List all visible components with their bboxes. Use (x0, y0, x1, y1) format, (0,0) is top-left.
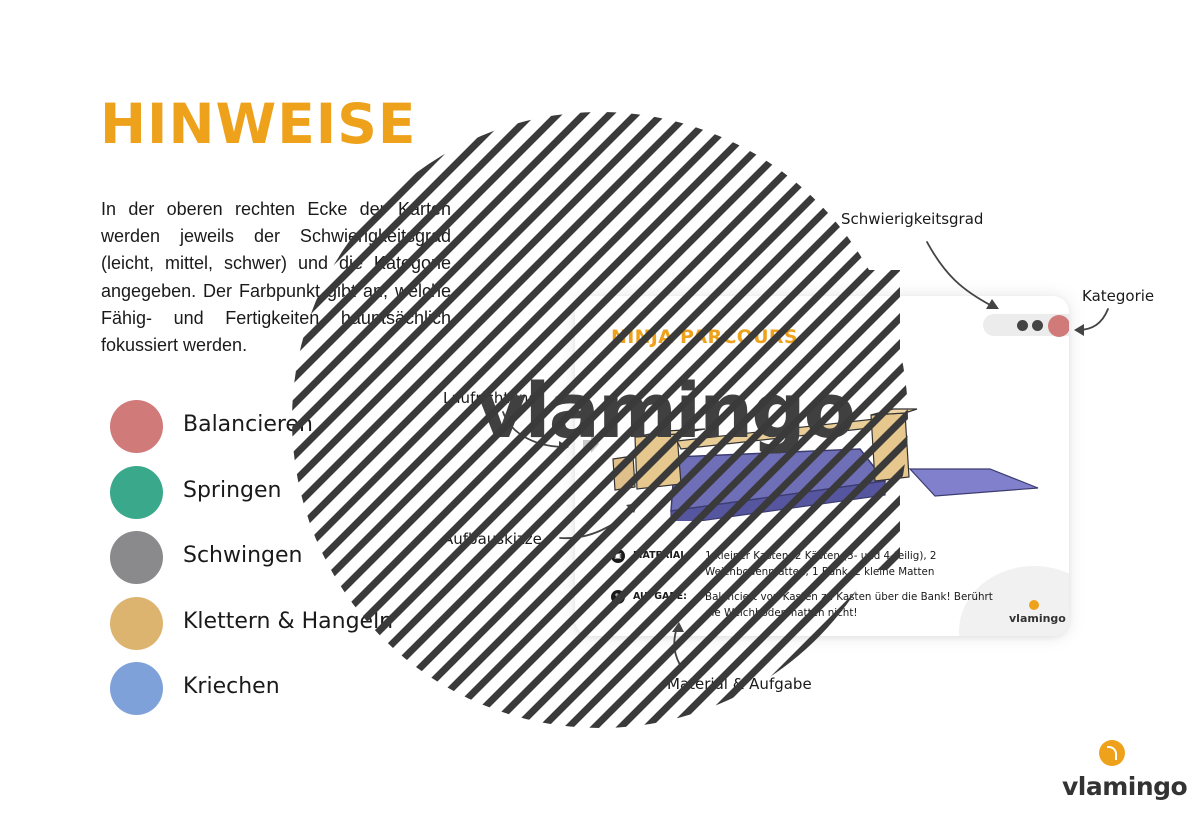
task-label: AUFGABE: (633, 591, 687, 602)
page-title: HINWEISE (100, 92, 417, 156)
brand-logo: vlamingo (1062, 740, 1188, 801)
hatch-stripe (1134, 100, 1200, 760)
flamingo-icon (1029, 600, 1039, 610)
legend-dot (110, 531, 163, 584)
hatch-stripe (1108, 100, 1200, 760)
pencil-icon: ✎ (611, 590, 625, 604)
card-title: NINJA PARCOURS (611, 326, 798, 348)
material-label: MATERIAL: (633, 550, 691, 561)
legend-dot (110, 596, 163, 650)
hatch-stripe (1082, 100, 1200, 760)
small-mat-icon (908, 468, 1039, 497)
category-dot (1048, 315, 1069, 337)
callout-sketch: Aufbauskizze (443, 530, 542, 548)
task-text: Balanciert von Kasten zu Kasten über die… (705, 591, 993, 619)
difficulty-dot (1017, 320, 1028, 331)
material-text: 1 kleiner Kasten, 2 Kästen (3- und 4-tei… (705, 550, 937, 578)
mat-icon (670, 448, 887, 521)
arrow-category-icon (1077, 308, 1109, 331)
flamingo-icon (1099, 740, 1125, 766)
hatch-stripe (1186, 100, 1200, 760)
card-logo-text: vlamingo (1009, 612, 1066, 625)
legend-label: Kriechen (183, 674, 280, 699)
hatch-stripe (1056, 100, 1200, 760)
legend-label: Schwingen (183, 543, 303, 568)
small-box-icon (612, 455, 636, 491)
watermark-wordmark: vlamingo (477, 366, 856, 455)
legend-dot (110, 465, 163, 519)
card-logo: vlamingo (1009, 600, 1066, 625)
callout-material-task: Material & Aufgabe (667, 675, 812, 693)
legend-dot (110, 662, 163, 715)
box-icon: ▣ (611, 549, 625, 563)
legend-label: Balancieren (183, 412, 313, 437)
difficulty-indicator (983, 314, 1069, 336)
callout-difficulty: Schwierigkeitsgrad (841, 210, 984, 228)
legend-dot (110, 400, 163, 453)
box-icon-right (870, 408, 918, 482)
example-card: NINJA PARCOURS ▣ MATER (575, 296, 1069, 636)
callout-category: Kategorie (1082, 287, 1155, 305)
hatch-stripe (1160, 100, 1200, 760)
difficulty-dot (1032, 320, 1043, 331)
legend-label: Springen (183, 477, 282, 503)
intro-text: In der oberen rechten Ecke der Karten we… (101, 199, 451, 356)
brand-text: vlamingo (1062, 772, 1188, 801)
legend-label: Klettern & Hangeln (183, 608, 394, 634)
